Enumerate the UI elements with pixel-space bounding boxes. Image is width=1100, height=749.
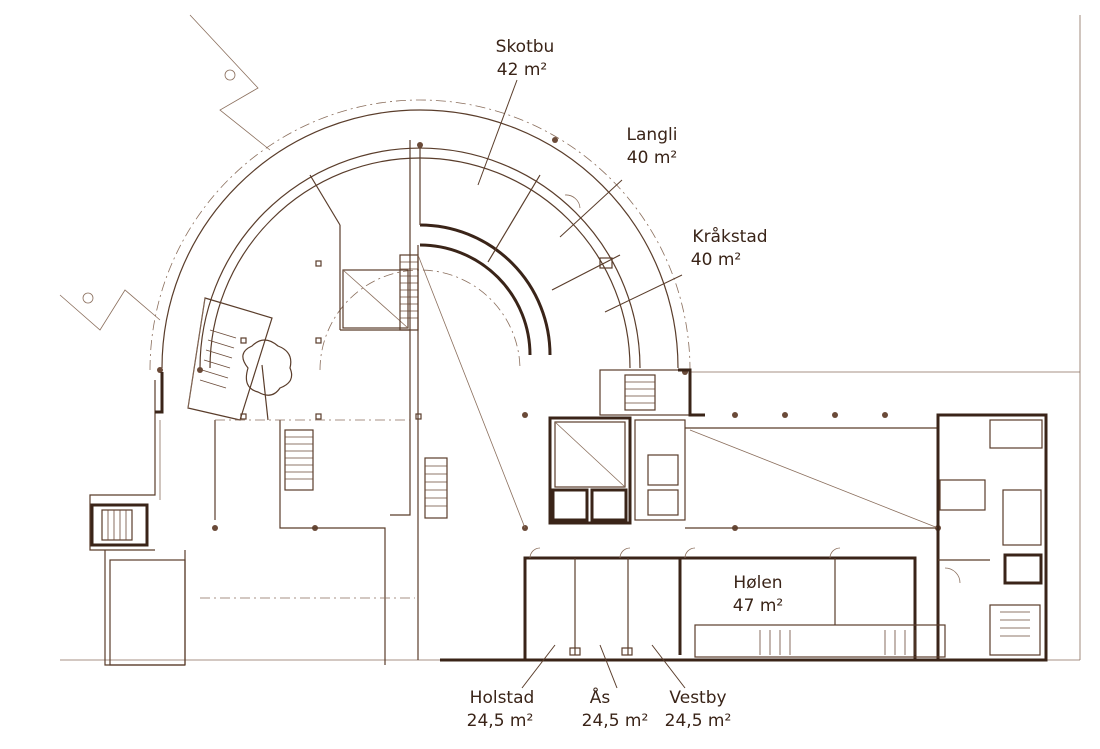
leader-lines [477,79,686,689]
room-name: Holstad [470,688,535,708]
room-name: Skotbu [496,37,555,57]
core [548,368,705,525]
curved-wing [149,99,691,371]
room-area: 40 m² [691,250,741,270]
room-label-krakstad: Kråkstad 40 m² [691,226,768,270]
site-marker [224,69,236,81]
east-wing [685,413,1048,662]
room-label-langli: Langli 40 m² [627,125,678,168]
room-area: 24,5 m² [665,711,732,731]
room-area: 24,5 m² [582,711,649,731]
room-name: Vestby [669,688,726,708]
room-area: 47 m² [733,596,783,616]
room-name: Langli [627,125,678,145]
room-area: 40 m² [627,148,677,168]
room-label-as: Ås 24,5 m² [582,686,649,731]
tree-icon [242,339,293,396]
site-marker [82,292,94,304]
room-label-holstad: Holstad 24,5 m² [467,688,535,731]
room-area: 24,5 m² [467,711,534,731]
room-label-skotbu: Skotbu 42 m² [496,37,555,80]
room-name: Kråkstad [692,226,767,247]
room-label-holen: Hølen 47 m² [733,573,783,616]
room-name: Hølen [733,573,782,593]
room-label-vestby: Vestby 24,5 m² [665,688,732,731]
room-name: Ås [590,686,611,708]
site-boundary [59,14,1081,661]
left-wing [89,140,526,666]
south-rooms [440,547,960,662]
room-area: 42 m² [497,60,547,80]
